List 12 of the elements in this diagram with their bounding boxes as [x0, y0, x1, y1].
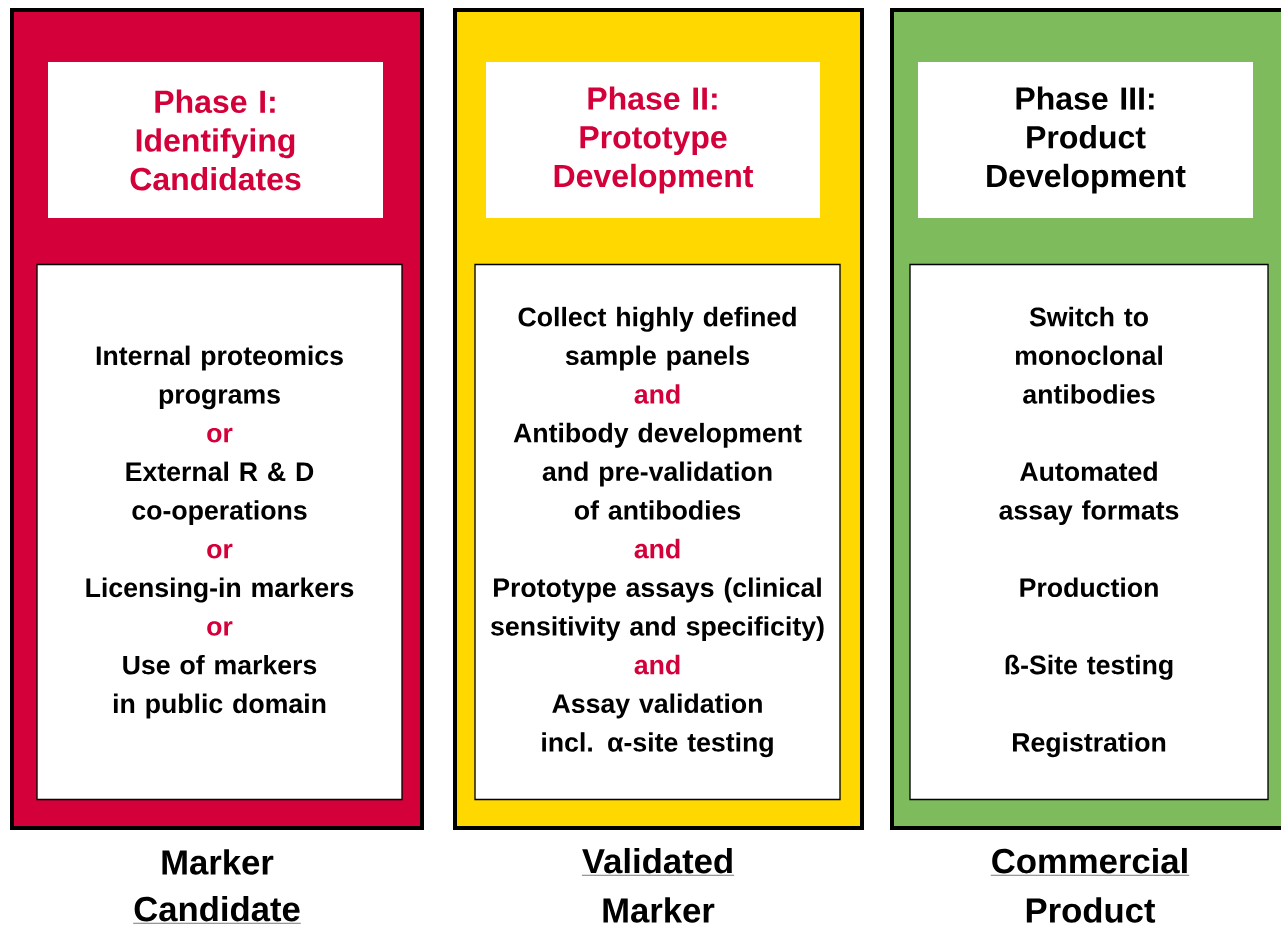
title-box: Phase II: Prototype Development — [486, 62, 820, 218]
title-box: Phase I: Identifying Candidates — [48, 62, 383, 218]
content-box: Collect highly defined sample panels and Antibody development and pre-validation of antibodies and Prototype assays (clinical sensitivity and specificity) and Assay validation incl. α-site testing — [474, 263, 841, 801]
content-box: Internal proteomics programs or External R & D co-operations or Licensing-in markers or Use of markers in public domain — [36, 263, 403, 801]
caption-text: Candidate — [132, 895, 302, 924]
caption-text: Marker — [603, 897, 715, 923]
caption-text: Marker — [162, 849, 274, 875]
caption-text: Validated — [581, 847, 735, 876]
caption-text: Commercial — [990, 847, 1190, 876]
title-box: Phase III: Product Development — [918, 62, 1253, 218]
content-box: Switch to monoclonal antibodies Automated assay formats Production ß-Site testing Registration — [909, 263, 1269, 801]
caption-text: Product — [1026, 897, 1156, 923]
